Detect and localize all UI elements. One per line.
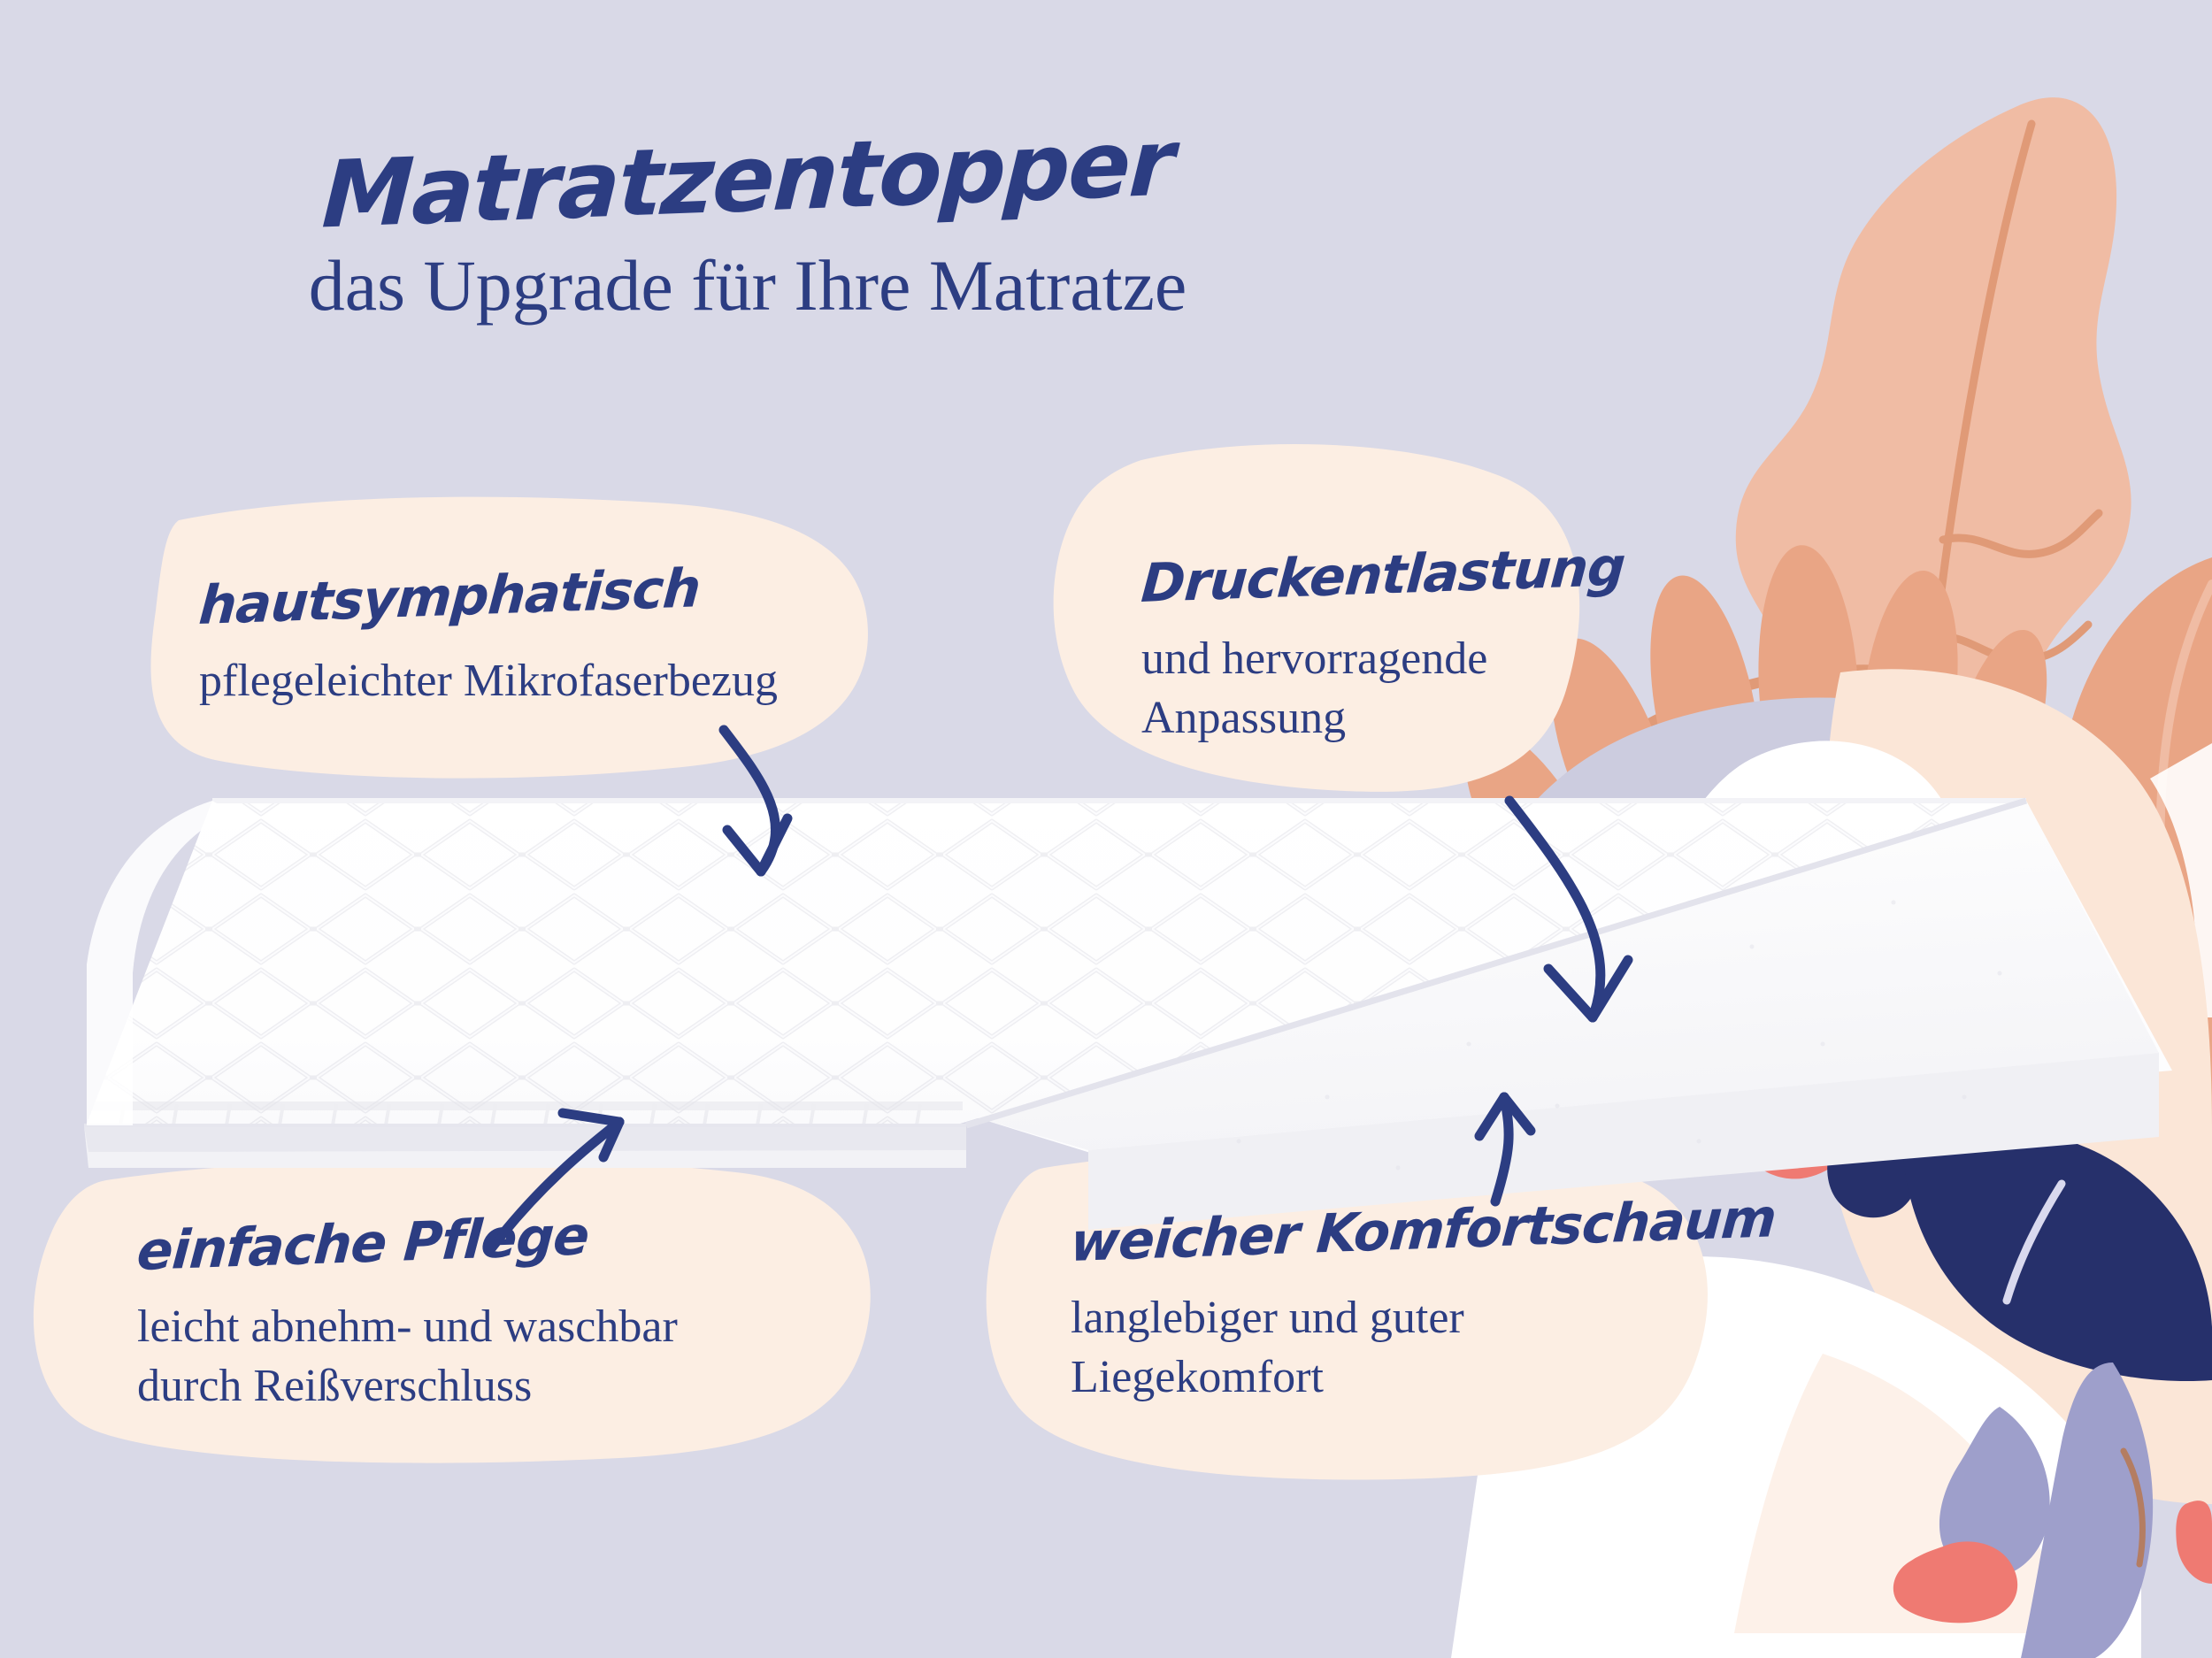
arrow-to-cover-edge	[487, 1108, 625, 1253]
callout-druckentlastung: Druckentlastung und hervorragende Anpass…	[1140, 536, 1627, 748]
arrow-to-cover	[718, 725, 793, 877]
callout-body: pflegeleichter Mikrofaserbezug	[199, 652, 778, 711]
callout-body-line: langlebiger und guter	[1071, 1293, 1464, 1343]
arrow-to-foam-top	[1504, 795, 1633, 1023]
callout-einfache-pflege: einfache Pflege leicht abnehm- und wasch…	[135, 1205, 678, 1416]
blob-hautsymphatisch	[150, 496, 868, 779]
callout-komfortschaum: weicher Komfortschaum langlebiger und gu…	[1069, 1187, 1778, 1407]
callout-headline: einfache Pflege	[134, 1205, 591, 1284]
blob-druckentlastung	[1053, 443, 1580, 792]
callout-body: leicht abnehm- und waschbar durch Reißve…	[137, 1298, 678, 1416]
callout-hautsymphatisch: hautsymphatisch pflegeleichter Mikrofase…	[197, 557, 778, 711]
callout-headline: Druckentlastung	[1139, 535, 1627, 616]
callout-body-line: Anpassung	[1141, 692, 1347, 743]
foam-core	[973, 801, 2172, 1230]
arrow-to-foam-side	[1474, 1092, 1536, 1207]
blob-pflege	[33, 1158, 871, 1463]
callout-body: langlebiger und guter Liegekomfort	[1071, 1289, 1776, 1407]
person-foot	[1893, 1541, 2018, 1623]
callout-body: und hervorragende Anpassung	[1141, 630, 1624, 748]
callout-body-line: durch Reißverschluss	[137, 1360, 533, 1411]
callout-body-line: Liegekomfort	[1071, 1351, 1324, 1402]
callout-body-line: leicht abnehm- und waschbar	[137, 1301, 678, 1352]
page-subtitle: das Upgrade für Ihre Matratze	[308, 245, 1187, 326]
blob-komfortschaum	[986, 1146, 1708, 1480]
title-block: Matratzentopper das Upgrade für Ihre Mat…	[204, 108, 1292, 326]
callout-body-line: pflegeleichter Mikrofaserbezug	[199, 656, 779, 706]
person-legs	[1939, 1362, 2154, 1658]
callout-body-line: und hervorragende	[1141, 633, 1488, 684]
